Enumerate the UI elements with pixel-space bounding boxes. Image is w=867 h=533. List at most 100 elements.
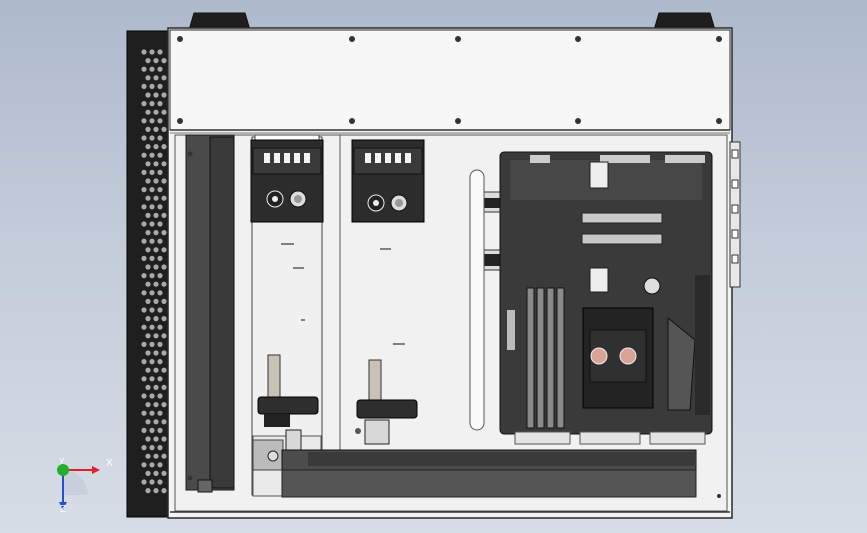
reservoir-1: [267, 354, 281, 401]
mesh-hole: [145, 161, 151, 167]
mesh-hole: [149, 307, 155, 313]
mesh-hole: [145, 350, 151, 356]
ram-slots: [526, 287, 565, 429]
mesh-hole: [161, 247, 167, 253]
mesh-hole: [161, 109, 167, 115]
mesh-hole: [161, 402, 167, 408]
mesh-hole: [153, 144, 159, 150]
mesh-hole: [157, 273, 163, 279]
mesh-hole: [153, 75, 159, 81]
mesh-hole: [145, 453, 151, 459]
mesh-hole: [161, 75, 167, 81]
mesh-hole: [149, 49, 155, 55]
mesh-hole: [141, 187, 147, 193]
mesh-hole: [149, 169, 155, 175]
mesh-hole: [141, 290, 147, 296]
mesh-hole: [153, 161, 159, 167]
mesh-hole: [149, 204, 155, 210]
mesh-hole: [161, 212, 167, 218]
mesh-hole: [153, 298, 159, 304]
mesh-hole: [141, 66, 147, 72]
mesh-hole: [161, 453, 167, 459]
mesh-hole: [157, 255, 163, 261]
mesh-hole: [157, 238, 163, 244]
mesh-hole: [141, 238, 147, 244]
mesh-hole: [141, 135, 147, 141]
mesh-hole: [157, 66, 163, 72]
mesh-hole: [141, 341, 147, 347]
top-cover-panel: [169, 29, 731, 131]
mesh-hole: [161, 144, 167, 150]
mesh-hole: [157, 376, 163, 382]
mesh-hole: [157, 83, 163, 89]
mesh-hole: [145, 58, 151, 64]
mesh-hole: [145, 195, 151, 201]
mesh-hole: [157, 341, 163, 347]
mesh-hole: [145, 212, 151, 218]
mesh-hole: [153, 247, 159, 253]
mesh-hole: [149, 255, 155, 261]
mesh-hole: [145, 75, 151, 81]
mesh-hole: [149, 427, 155, 433]
mesh-hole: [157, 427, 163, 433]
mesh-hole: [161, 470, 167, 476]
mesh-hole: [153, 419, 159, 425]
mesh-hole: [141, 152, 147, 158]
mesh-hole: [145, 144, 151, 150]
x-axis-label: X: [106, 458, 113, 469]
mesh-hole: [157, 204, 163, 210]
mesh-hole: [153, 367, 159, 373]
mesh-hole: [161, 161, 167, 167]
mesh-hole: [141, 101, 147, 107]
mesh-hole: [145, 230, 151, 236]
mesh-hole: [145, 384, 151, 390]
mesh-hole: [141, 255, 147, 261]
mesh-hole: [149, 238, 155, 244]
mesh-hole: [141, 359, 147, 365]
mesh-hole: [149, 101, 155, 107]
mesh-hole: [149, 135, 155, 141]
mesh-hole: [153, 488, 159, 494]
mesh-hole: [161, 419, 167, 425]
z-axis-label: Z: [60, 504, 67, 515]
mesh-hole: [149, 410, 155, 416]
mesh-hole: [145, 436, 151, 442]
mesh-hole: [149, 83, 155, 89]
mesh-hole: [145, 178, 151, 184]
mesh-hole: [145, 92, 151, 98]
reservoir-2: [368, 359, 382, 406]
mesh-hole: [153, 212, 159, 218]
mesh-hole: [145, 333, 151, 339]
mesh-hole: [149, 118, 155, 124]
mesh-hole: [153, 195, 159, 201]
mesh-hole: [141, 324, 147, 330]
mesh-hole: [157, 324, 163, 330]
coordinate-triad: X Y Z: [50, 450, 120, 520]
top-cover-screws: [177, 36, 722, 124]
mesh-hole: [153, 58, 159, 64]
y-axis-label: Y: [59, 457, 65, 466]
mesh-hole: [153, 230, 159, 236]
mesh-hole: [145, 109, 151, 115]
mesh-hole: [141, 393, 147, 399]
mesh-hole: [153, 264, 159, 270]
mesh-hole: [145, 126, 151, 132]
mesh-hole: [145, 247, 151, 253]
mesh-hole: [141, 462, 147, 468]
mesh-hole: [157, 479, 163, 485]
mesh-hole: [149, 66, 155, 72]
mesh-hole: [161, 298, 167, 304]
mesh-hole: [161, 264, 167, 270]
mesh-hole: [149, 393, 155, 399]
mesh-hole: [145, 402, 151, 408]
mesh-hole: [161, 195, 167, 201]
mesh-hole: [149, 376, 155, 382]
mesh-hole: [161, 333, 167, 339]
mesh-hole: [149, 359, 155, 365]
mesh-hole: [157, 290, 163, 296]
mesh-hole: [149, 445, 155, 451]
mesh-hole: [157, 307, 163, 313]
mesh-hole: [153, 470, 159, 476]
